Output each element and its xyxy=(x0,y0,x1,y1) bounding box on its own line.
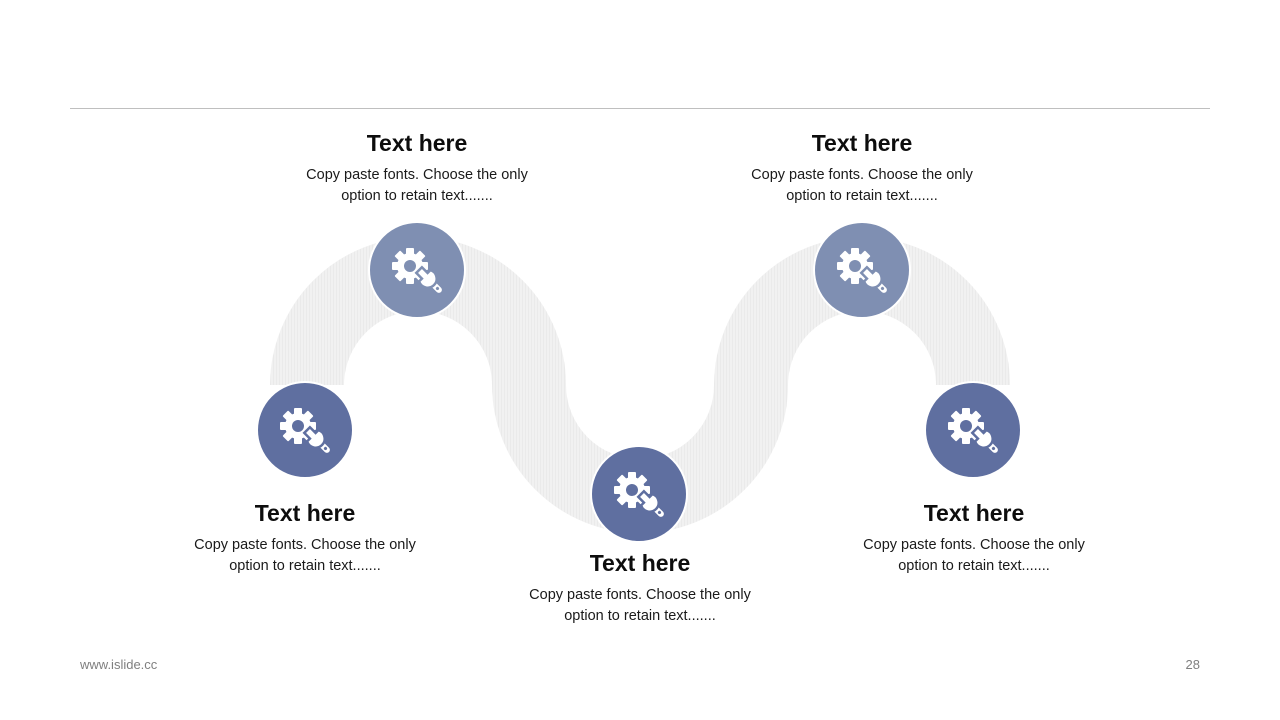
step-2-desc-line1: Copy paste fonts. Choose the only xyxy=(306,167,528,183)
page-number: 28 xyxy=(1185,657,1200,672)
node-3 xyxy=(590,445,688,543)
header-divider xyxy=(70,108,1210,109)
gear-wrench-icon xyxy=(278,406,337,461)
step-5-description: Copy paste fonts. Choose the only option… xyxy=(824,535,1124,577)
step-1-desc-line1: Copy paste fonts. Choose the only xyxy=(194,537,416,553)
step-3-desc-line1: Copy paste fonts. Choose the only xyxy=(529,587,751,603)
step-1-title: Text here xyxy=(254,500,356,526)
step-1-description: Copy paste fonts. Choose the only option… xyxy=(155,535,455,577)
step-5-text: Text here Copy paste fonts. Choose the o… xyxy=(824,498,1124,577)
step-2-desc-line2: option to retain text....... xyxy=(341,188,493,204)
step-1-text: Text here Copy paste fonts. Choose the o… xyxy=(155,498,455,577)
step-3-text: Text here Copy paste fonts. Choose the o… xyxy=(490,548,790,627)
node-4 xyxy=(813,221,911,319)
footer-website: www.islide.cc xyxy=(80,657,158,672)
gear-wrench-icon xyxy=(390,246,449,301)
step-2-description: Copy paste fonts. Choose the only option… xyxy=(267,165,567,207)
gear-wrench-icon xyxy=(612,470,671,525)
step-3-description: Copy paste fonts. Choose the only option… xyxy=(490,585,790,627)
node-1 xyxy=(256,381,354,479)
node-2 xyxy=(368,221,466,319)
step-5-title: Text here xyxy=(923,500,1025,526)
step-4-title: Text here xyxy=(811,130,913,156)
step-4-description: Copy paste fonts. Choose the only option… xyxy=(712,165,1012,207)
step-4-desc-line1: Copy paste fonts. Choose the only xyxy=(751,167,973,183)
step-4-text: Text here Copy paste fonts. Choose the o… xyxy=(712,128,1012,207)
gear-wrench-icon xyxy=(835,246,894,301)
step-3-title: Text here xyxy=(589,550,691,576)
gear-wrench-icon xyxy=(946,406,1005,461)
step-2-text: Text here Copy paste fonts. Choose the o… xyxy=(267,128,567,207)
step-5-desc-line1: Copy paste fonts. Choose the only xyxy=(863,537,1085,553)
step-5-desc-line2: option to retain text....... xyxy=(898,558,1050,574)
step-1-desc-line2: option to retain text....... xyxy=(229,558,381,574)
step-4-desc-line2: option to retain text....... xyxy=(786,188,938,204)
step-3-desc-line2: option to retain text....... xyxy=(564,608,716,624)
node-5 xyxy=(924,381,1022,479)
step-2-title: Text here xyxy=(366,130,468,156)
